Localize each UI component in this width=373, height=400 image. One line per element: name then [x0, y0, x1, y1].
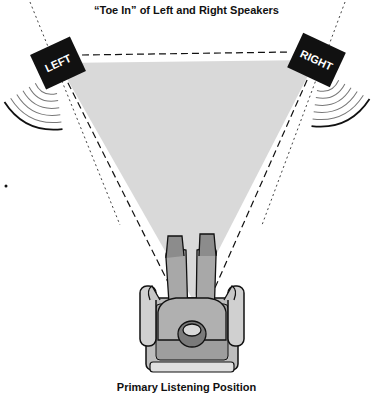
- listener-chair: [140, 286, 244, 372]
- sound-wave: [315, 88, 354, 111]
- axis-line: [30, 2, 120, 225]
- axis-line: [262, 2, 345, 225]
- diagram-title: “Toe In” of Left and Right Speakers: [0, 4, 373, 16]
- sound-wave: [314, 92, 361, 120]
- sound-wave: [13, 95, 60, 123]
- sound-wave: [20, 91, 59, 114]
- stray-dot: [5, 185, 8, 188]
- diagram-caption: Primary Listening Position: [0, 381, 373, 393]
- sound-wave: [27, 87, 59, 106]
- sound-wave: [312, 99, 373, 135]
- sound-wave: [316, 84, 348, 103]
- dashed-line: [58, 63, 172, 290]
- listener-person: [148, 234, 235, 347]
- speaker-label: RIGHT: [298, 47, 334, 72]
- sound-wave: [0, 102, 62, 138]
- dashed-connector: [82, 52, 291, 55]
- speaker-label: LEFT: [43, 52, 73, 74]
- dashed-line: [214, 60, 316, 290]
